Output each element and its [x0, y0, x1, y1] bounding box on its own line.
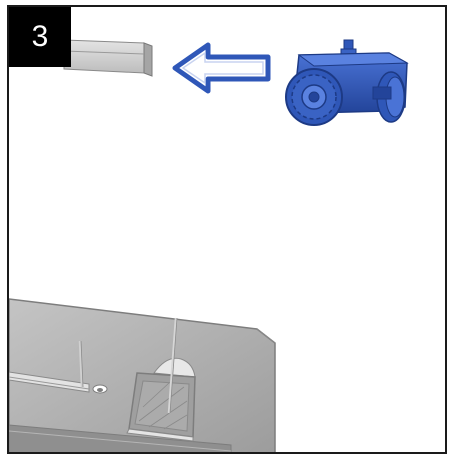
- assembly-illustration: [9, 39, 409, 452]
- instruction-panel: 3: [7, 5, 447, 454]
- bracket: [126, 317, 196, 442]
- step-number-badge: 3: [9, 7, 71, 67]
- square-tube: [63, 39, 153, 77]
- caster-wheel: [285, 39, 409, 126]
- direction-arrow-icon: [172, 42, 271, 94]
